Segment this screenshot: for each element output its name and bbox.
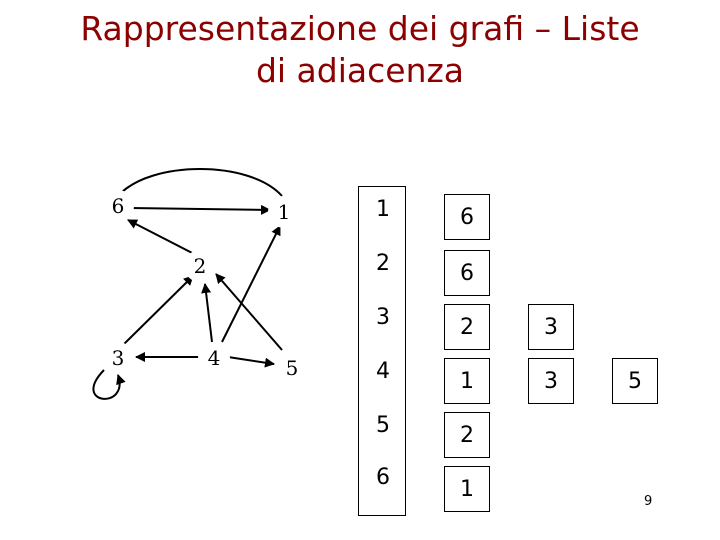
index-label-1: 1 [376, 197, 390, 222]
index-label-2: 2 [376, 251, 390, 276]
node-6 [102, 190, 134, 222]
list-cell-4-3: 5 [612, 358, 658, 404]
edge-3-3-loop [92, 369, 126, 400]
list-cell-1-1: 6 [444, 194, 490, 240]
list-cell-6-1: 1 [444, 466, 490, 512]
node-2 [184, 250, 216, 282]
edge-5-2 [215, 273, 283, 351]
node-label-6: 6 [112, 194, 125, 218]
list-cell-2-1: 6 [444, 250, 490, 296]
edge-4-5 [227, 356, 275, 368]
edge-4-2 [201, 283, 213, 343]
edge-3-2 [123, 275, 194, 345]
list-cell-3-2: 3 [528, 304, 574, 350]
node-4 [198, 342, 230, 374]
slide-title-line2: di adiacenza [255, 51, 465, 90]
list-cell-3-1: 2 [444, 304, 490, 350]
slide-title-line1: Rappresentazione dei grafi – Liste [80, 9, 640, 48]
node-label-5: 5 [286, 356, 299, 380]
node-label-2: 2 [194, 254, 207, 278]
list-cell-5-1: 2 [444, 412, 490, 458]
node-label-3: 3 [112, 346, 125, 370]
index-label-4: 4 [376, 359, 390, 384]
node-5 [276, 352, 308, 384]
index-label-6: 6 [376, 465, 390, 490]
node-label-4: 4 [208, 346, 221, 370]
list-cell-4-2: 3 [528, 358, 574, 404]
list-cell-4-1: 1 [444, 358, 490, 404]
edge-2-6 [127, 219, 201, 258]
node-1 [268, 196, 300, 228]
index-label-5: 5 [376, 413, 390, 438]
edge-4-1 [221, 225, 281, 343]
slide-title: Rappresentazione dei grafi – Liste di ad… [0, 8, 720, 92]
node-label-1: 1 [278, 200, 291, 224]
page-number: 9 [644, 494, 653, 509]
index-label-3: 3 [376, 305, 390, 330]
edge-6-1 [129, 204, 271, 215]
node-3 [102, 342, 134, 374]
edge-1-6 [108, 168, 283, 207]
adjacency-index-column: 1 2 3 4 5 6 [358, 186, 406, 516]
